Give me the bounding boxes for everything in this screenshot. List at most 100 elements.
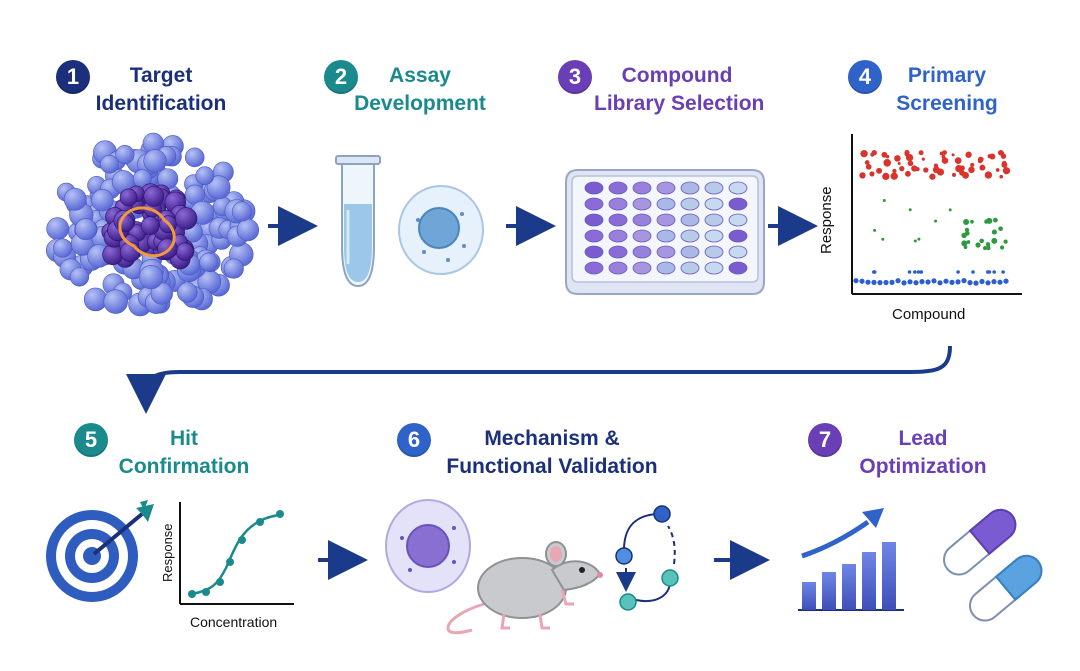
cell-icon [385, 499, 471, 593]
target-icon [46, 500, 154, 602]
scatter-point [967, 280, 973, 286]
scatter-point [962, 171, 970, 179]
scatter-point [913, 239, 917, 243]
scatter-point [970, 162, 975, 167]
scatter-point [983, 246, 988, 251]
scatter-point [964, 230, 970, 236]
step-6-title: Mechanism & Functional Validation [446, 425, 658, 481]
step-1-title: Target Identification [86, 62, 236, 118]
well [632, 181, 652, 195]
scatter-point [992, 270, 996, 274]
scatter-point [890, 172, 898, 180]
scatter-point [963, 245, 968, 250]
scatter-point [986, 246, 991, 251]
scatter-point [995, 168, 1000, 172]
scatter-point [913, 270, 917, 274]
step-3-title-line1: Compound [621, 64, 733, 87]
well [680, 181, 700, 195]
scatter-point [871, 149, 877, 156]
scatter-point [1001, 161, 1008, 168]
step-4-title-line2: Screening [896, 92, 998, 115]
scatter-point [907, 160, 914, 167]
scatter-point [979, 164, 986, 171]
scatter-point [951, 153, 955, 157]
step-5-title-line2: Confirmation [118, 455, 250, 478]
scatter-point [932, 166, 940, 174]
well [728, 181, 748, 195]
step-2-title-line2: Development [354, 92, 486, 115]
well [584, 245, 604, 259]
capsule-icon [943, 508, 1043, 622]
scatter-point [918, 150, 924, 156]
scatter-point [877, 280, 883, 286]
scatter-point [993, 217, 998, 223]
scatter-point [917, 237, 921, 241]
well [584, 181, 604, 195]
scatter-point [966, 240, 971, 244]
well [608, 261, 628, 275]
scatter-point [907, 279, 913, 285]
scatter-point [929, 173, 936, 180]
scatter-point [1003, 278, 1009, 284]
step-6-title-line1: Mechanism & [484, 427, 620, 450]
pathway-cycle-icon [615, 505, 679, 611]
well [632, 213, 652, 227]
well-plate-icon [565, 169, 765, 295]
scatter-point [1001, 270, 1005, 274]
well [656, 181, 676, 195]
well [704, 197, 724, 211]
step-5-badge: 5 [74, 423, 108, 457]
step-5-title-line1: Hit [170, 427, 198, 450]
scatter-point [871, 279, 877, 285]
scatter-point [977, 156, 984, 163]
well [704, 229, 724, 243]
step-4-title-line1: Primary [907, 64, 987, 87]
scatter-point [911, 165, 918, 172]
scatter-point [937, 280, 943, 286]
scatter-point [916, 270, 921, 274]
well [608, 181, 628, 195]
scatter-point [999, 245, 1005, 250]
scatter-point [971, 270, 975, 274]
well [704, 245, 724, 259]
step-7-title: Lead Optimization [858, 425, 988, 481]
scatter-point [961, 278, 967, 284]
scatter-point [934, 219, 938, 223]
scatter-point [986, 270, 990, 274]
well [632, 229, 652, 243]
well [656, 245, 676, 259]
scatter-point [872, 270, 877, 274]
mouse-icon [446, 541, 603, 635]
scatter-point [919, 279, 925, 285]
scatter-point [865, 163, 872, 170]
step-5-title: Hit Confirmation [116, 425, 252, 481]
well [656, 213, 676, 227]
dose-ylabel: Response [160, 523, 175, 582]
scatter-point [894, 155, 901, 162]
scatter-point [954, 157, 962, 164]
well [608, 229, 628, 243]
dose-xlabel: Concentration [190, 614, 278, 630]
well [584, 261, 604, 275]
well [656, 261, 676, 275]
scatter-point [956, 270, 960, 274]
well [680, 213, 700, 227]
scatter-point [904, 151, 909, 157]
scatter-point [883, 279, 889, 286]
scatter-point [986, 218, 993, 224]
well [656, 229, 676, 243]
well [656, 197, 676, 211]
scatter-point [951, 172, 957, 177]
scatter-point [997, 279, 1003, 285]
scatter-point [883, 159, 891, 167]
scatter-point [897, 161, 901, 166]
scatter-point [908, 208, 912, 212]
scatter-point [913, 280, 919, 286]
scatter-point [899, 165, 905, 172]
step-3-title-line2: Library Selection [594, 92, 765, 115]
scatter-point [965, 151, 972, 158]
scatter-point [979, 278, 985, 285]
well [704, 213, 724, 227]
well [728, 213, 748, 227]
step-4-title: Primary Screening [884, 62, 1010, 118]
